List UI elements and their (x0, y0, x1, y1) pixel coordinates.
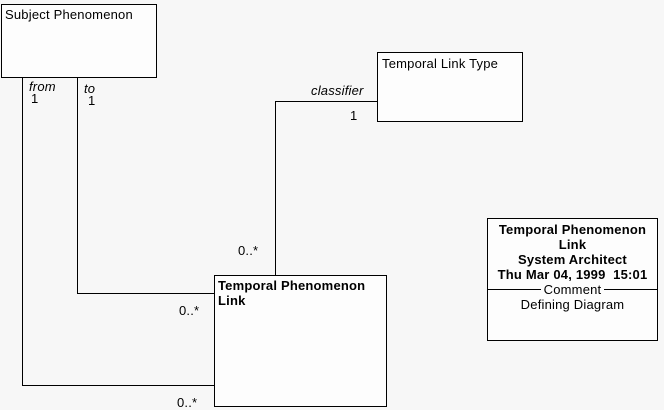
multiplicity-to-source: 1 (88, 93, 96, 108)
association-from-horizontal-line[interactable] (22, 385, 215, 386)
comment-box[interactable]: Temporal Phenomenon Link System Architec… (487, 218, 658, 341)
class-box-subject-phenomenon[interactable]: Subject Phenomenon (1, 4, 157, 78)
multiplicity-from-source: 1 (31, 91, 39, 106)
comment-timestamp: Thu Mar 04, 1999 15:01 (497, 267, 648, 282)
comment-author: System Architect (518, 252, 627, 267)
comment-title: Temporal Phenomenon Link (498, 222, 650, 252)
role-label-classifier: classifier (311, 83, 364, 98)
association-from-vertical-line[interactable] (22, 78, 23, 386)
class-box-temporal-link-type[interactable]: Temporal Link Type (377, 52, 523, 122)
comment-separator-line-left (488, 289, 541, 290)
multiplicity-from-target: 0..* (177, 395, 198, 410)
class-name-temporal-phenomenon-link: Temporal Phenomenon Link (218, 278, 366, 308)
association-classifier-horizontal-line[interactable] (275, 101, 377, 102)
comment-separator-line-right (604, 289, 657, 290)
association-to-horizontal-line[interactable] (77, 293, 215, 294)
class-name-temporal-link-type: Temporal Link Type (382, 56, 499, 71)
class-name-subject-phenomenon: Subject Phenomenon (5, 7, 133, 22)
comment-separator-label: Comment (543, 282, 602, 297)
multiplicity-classifier-source: 1 (350, 108, 358, 123)
association-to-vertical-line[interactable] (77, 78, 78, 294)
multiplicity-classifier-target: 0..* (238, 243, 259, 258)
class-box-temporal-phenomenon-link[interactable]: Temporal Phenomenon Link (214, 275, 387, 407)
comment-separator: Comment (488, 282, 657, 297)
role-label-from: from (29, 79, 56, 94)
role-label-to: to (84, 81, 96, 96)
multiplicity-to-target: 0..* (179, 303, 200, 318)
comment-body: Defining Diagram (520, 297, 625, 312)
association-classifier-vertical-line[interactable] (275, 101, 276, 275)
